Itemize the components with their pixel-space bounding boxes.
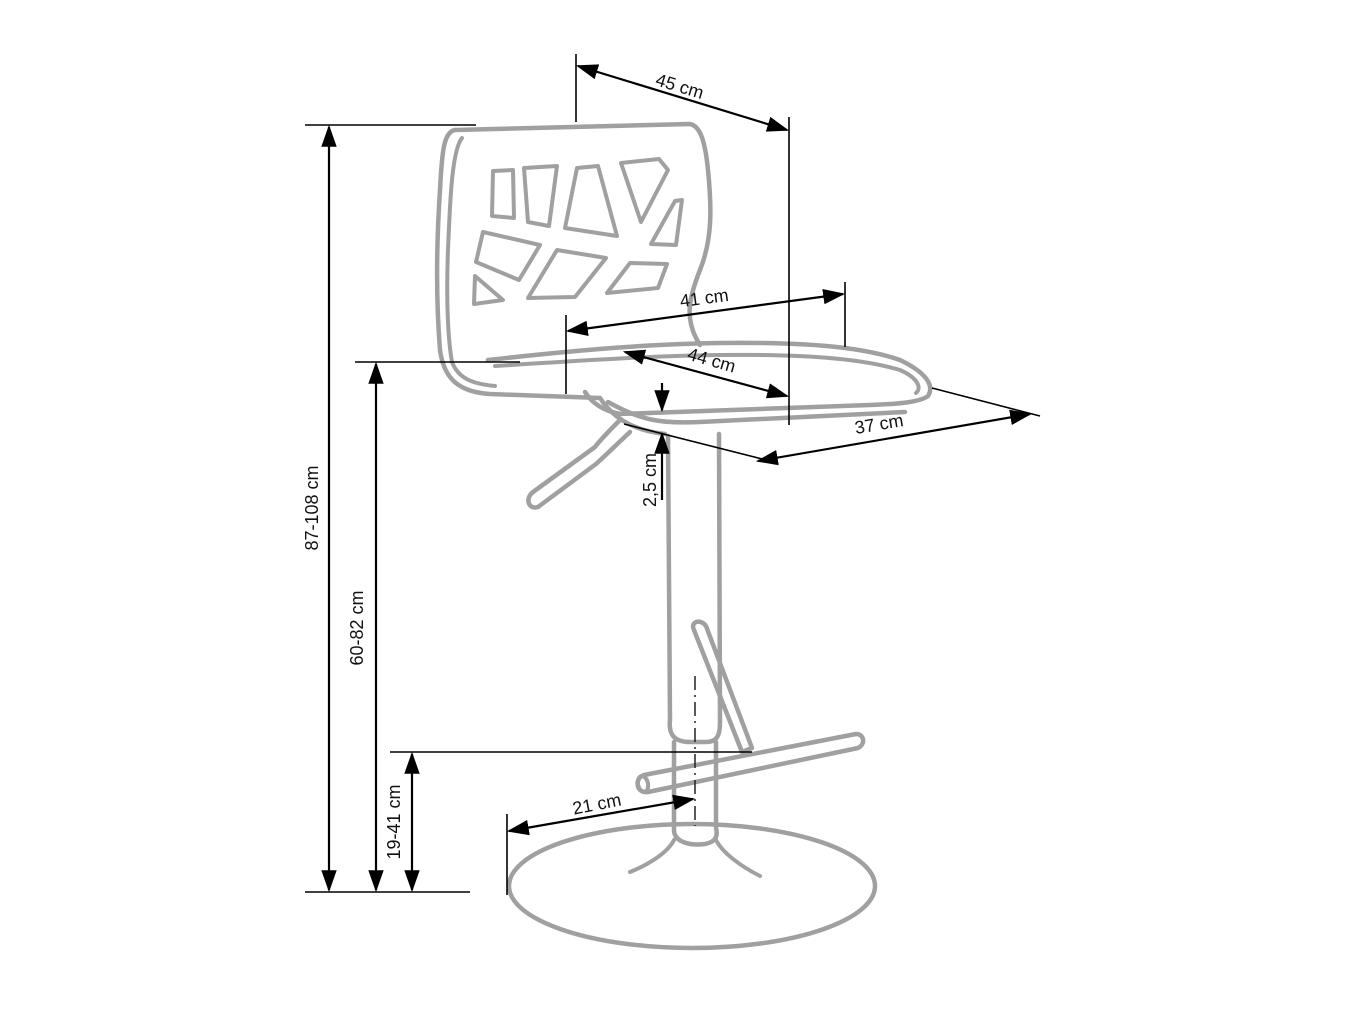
dim-backrest-width: 45 cm [575,54,790,425]
dim-base-radius: 21 cm [506,790,696,895]
dim-seat-height: 60-82 cm [347,361,520,893]
label-seat-width: 41 cm [679,285,730,311]
dim-seat-depth: 44 cm [622,344,790,399]
label-base-radius: 21 cm [571,790,623,819]
dim-seat-width: 41 cm [565,282,846,394]
round-base [506,821,878,951]
dim-seat-front-depth: 37 cm [623,387,1041,466]
dimension-annotations: 45 cm 41 cm 44 cm 37 cm 2,5 cm [302,54,1041,895]
column [665,431,723,847]
dim-footrest-height: 19-41 cm [384,751,752,893]
label-seat-thickness: 2,5 cm [640,453,660,507]
backrest-cutout-pattern [472,157,684,306]
gas-lift-lever [526,417,633,510]
dim-total-height: 87-108 cm [302,124,476,893]
label-total-height: 87-108 cm [302,465,322,550]
dim-seat-thickness: 2,5 cm [640,383,670,507]
label-seat-depth: 44 cm [685,344,738,377]
footrest-support [690,619,755,755]
label-seat-height: 60-82 cm [347,590,367,665]
stool-drawing [434,121,933,951]
footrest-bar [635,731,866,795]
label-footrest-height: 19-41 cm [384,784,404,859]
